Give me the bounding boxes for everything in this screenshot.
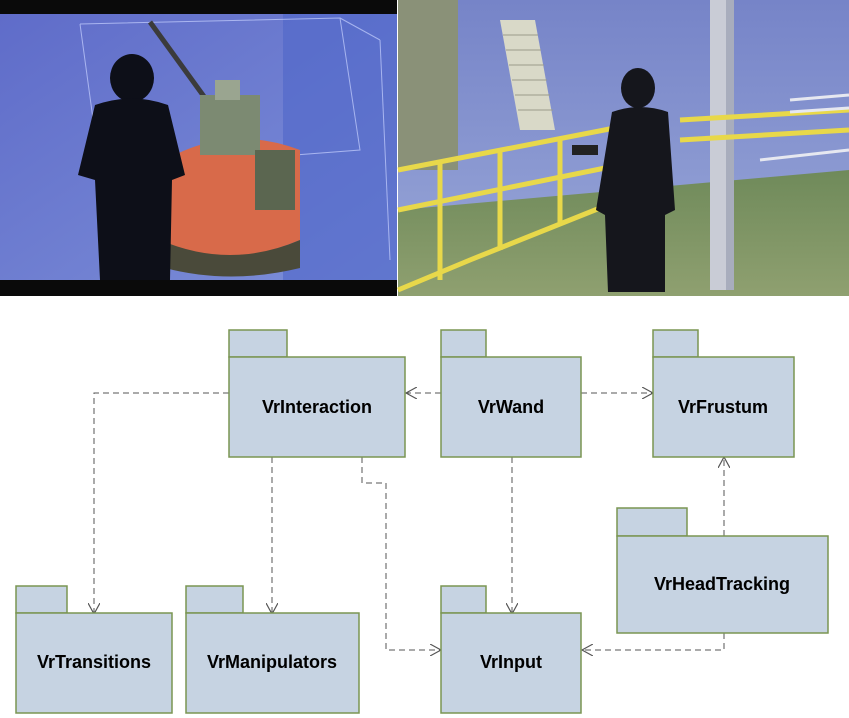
package-label-vrfrustum: VrFrustum: [678, 397, 768, 417]
dependency-lines: [94, 393, 724, 650]
user-silhouette-left: [78, 54, 185, 280]
package-label-vrtransitions: VrTransitions: [37, 652, 151, 672]
package-vrinteraction: VrInteraction: [228, 329, 406, 458]
vr-photos: [0, 0, 849, 296]
package-vrfrustum: VrFrustum: [652, 329, 795, 458]
photo-right: [397, 0, 849, 296]
package-label-vrinteraction: VrInteraction: [262, 397, 372, 417]
package-label-vrwand: VrWand: [478, 397, 544, 417]
package-diagram: VrInteraction VrWand VrFrustum VrHeadTra…: [15, 329, 829, 714]
railing: [397, 107, 849, 293]
package-vrwand: VrWand: [440, 329, 582, 458]
package-vrheadtracking: VrHeadTracking: [616, 507, 829, 634]
package-vrinput: VrInput: [440, 585, 582, 714]
package-vrtransitions: VrTransitions: [15, 585, 173, 714]
dependency-interaction-to-input: [361, 457, 441, 650]
package-vrmanipulators: VrManipulators: [185, 585, 360, 714]
package-label-vrmanipulators: VrManipulators: [207, 652, 337, 672]
package-label-vrheadtracking: VrHeadTracking: [654, 574, 790, 594]
photo-left: [0, 0, 397, 296]
dependency-headtracking-to-input: [582, 633, 725, 650]
package-label-vrinput: VrInput: [480, 652, 542, 672]
vessel-model: [150, 80, 300, 277]
dependency-interaction-to-transitions: [94, 392, 229, 614]
user-silhouette-right: [572, 68, 675, 292]
